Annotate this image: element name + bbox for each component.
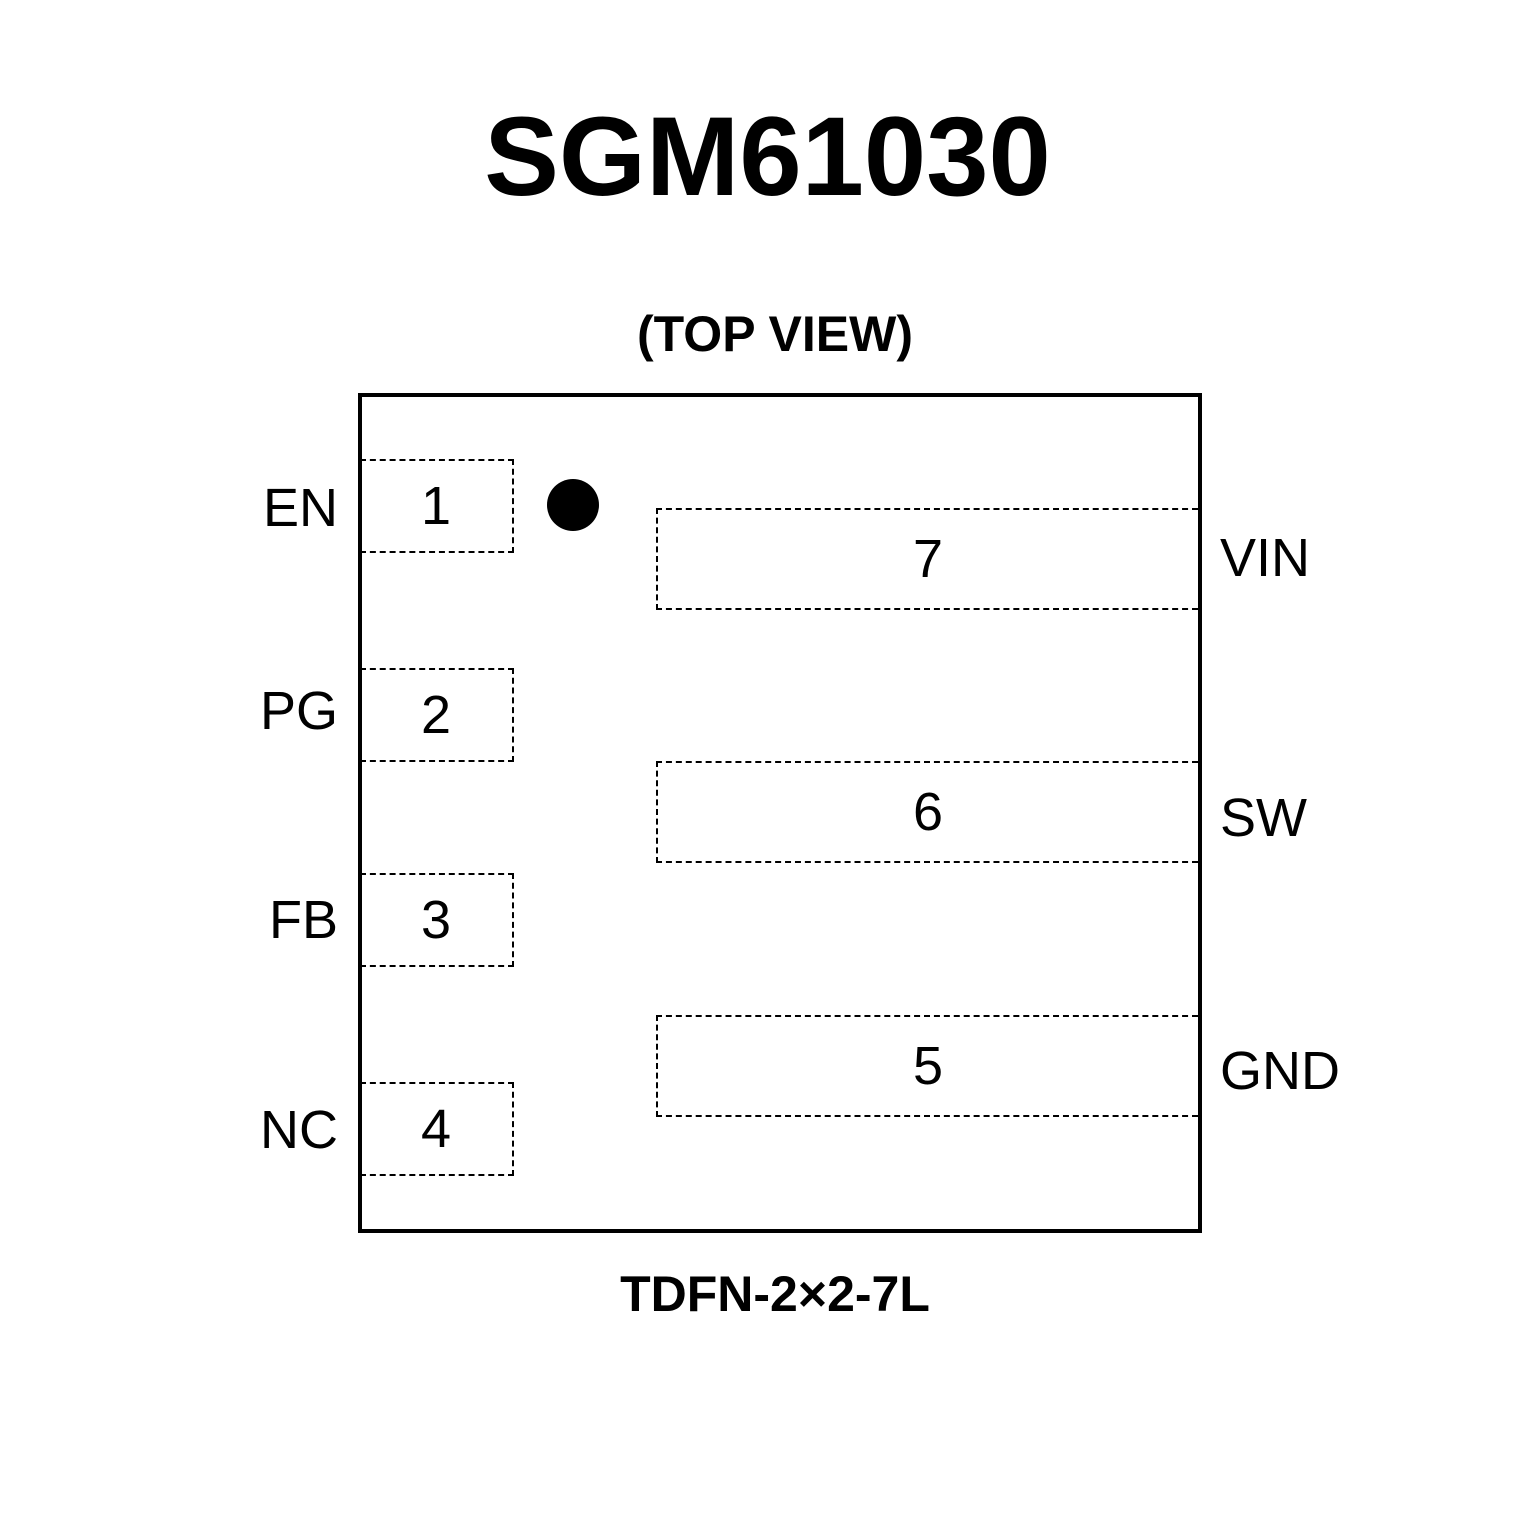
pin-pad-4: 4 [360, 1082, 514, 1176]
part-number-title: SGM61030 [484, 94, 1051, 219]
pin-pad-6: 6 [656, 761, 1198, 863]
pin-name-vin: VIN [1220, 528, 1311, 588]
pin-pad-7: 7 [656, 508, 1198, 610]
pin-pad-2: 2 [360, 668, 514, 762]
pin-name-sw: SW [1220, 788, 1307, 848]
pin-pad-1: 1 [360, 459, 514, 553]
pin-name-nc: NC [260, 1100, 338, 1160]
pin-pad-5: 5 [656, 1015, 1198, 1117]
pin-name-gnd: GND [1220, 1041, 1340, 1101]
pin1-marker-dot [547, 479, 599, 531]
pin-name-fb: FB [268, 890, 338, 950]
package-outline [358, 393, 1202, 1233]
pin-name-en: EN [262, 478, 338, 538]
view-label: (TOP VIEW) [637, 306, 913, 362]
pin-pad-3: 3 [360, 873, 514, 967]
package-label: TDFN-2×2-7L [620, 1266, 930, 1322]
pin-name-pg: PG [259, 681, 338, 741]
